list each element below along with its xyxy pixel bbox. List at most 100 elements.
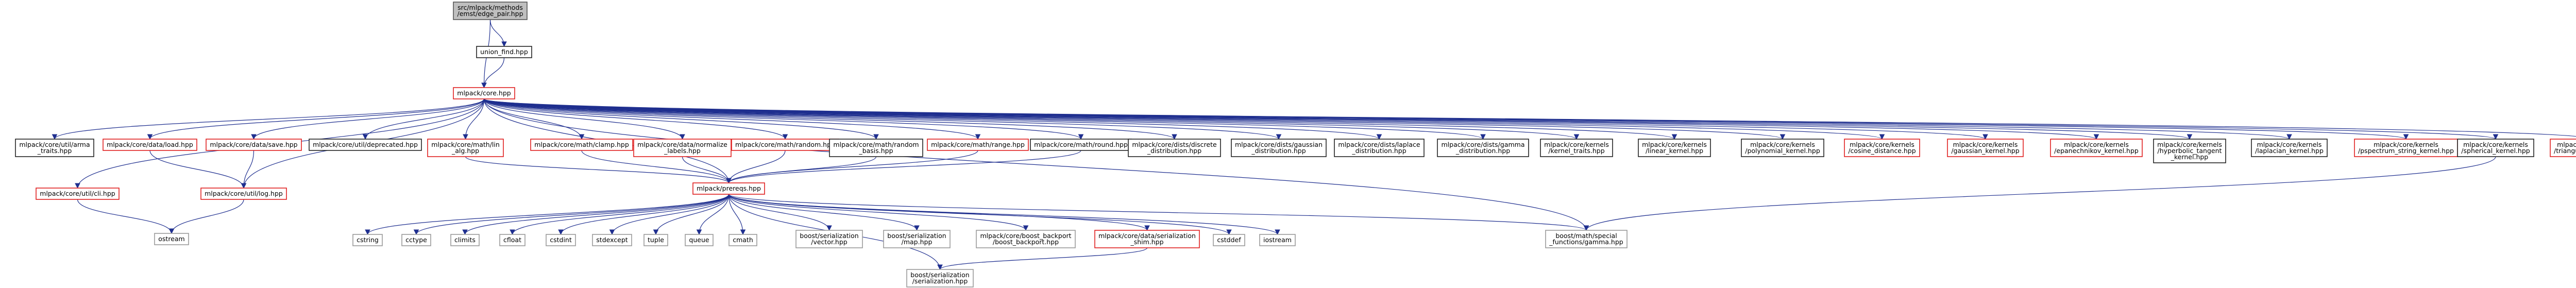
edges-layer xyxy=(52,19,2576,270)
edge-random-to-prereqs xyxy=(726,150,786,184)
node-cmath[interactable]: cmath xyxy=(728,234,757,246)
node-label: mlpack/core/data/serialization xyxy=(1098,232,1196,240)
node-box xyxy=(36,188,120,200)
node-cfloat[interactable]: cfloat xyxy=(499,234,526,246)
node-climits[interactable]: climits xyxy=(450,234,480,246)
node-cstring[interactable]: cstring xyxy=(352,234,383,246)
node-label: mlpack/core/kernels xyxy=(2557,141,2576,148)
edge-prereqs-to-cfloat xyxy=(510,194,730,235)
node-box xyxy=(499,234,526,246)
node-root[interactable]: src/mlpack/methods/emst/edge_pair.hpp xyxy=(453,2,528,20)
node-label: boost/math/special xyxy=(1555,232,1617,240)
node-label: mlpack/core/kernels xyxy=(1850,141,1914,148)
node-boost-backport[interactable]: mlpack/core/boost_backport/boost_backpor… xyxy=(976,230,1076,248)
node-ostream[interactable]: ostream xyxy=(154,233,189,245)
node-box xyxy=(453,2,528,20)
node-box xyxy=(476,46,532,58)
node-normalize-labels[interactable]: mlpack/core/data/normalize_labels.hpp xyxy=(633,139,732,157)
node-label: cctype xyxy=(405,236,427,244)
node-queue[interactable]: queue xyxy=(685,234,714,246)
edge-ser-shim-to-serialization xyxy=(937,247,1148,270)
edge-prereqs-to-gamma-hpp xyxy=(728,194,1589,231)
node-discrete[interactable]: mlpack/core/dists/discrete_distribution.… xyxy=(1128,139,1221,157)
edge-core-to-linear-kernel xyxy=(483,98,1677,140)
node-label: queue xyxy=(689,236,709,244)
node-ser-vector[interactable]: boost/serialization/vector.hpp xyxy=(795,230,863,248)
node-label: _labels.hpp xyxy=(664,147,701,155)
node-random-basis[interactable]: mlpack/core/math/random_basis.hpp xyxy=(829,139,923,157)
node-ser-shim[interactable]: mlpack/core/data/serialization_shim.hpp xyxy=(1094,230,1200,248)
node-laplace-dist[interactable]: mlpack/core/dists/laplace_distribution.h… xyxy=(1334,139,1425,157)
node-iostream[interactable]: iostream xyxy=(1259,234,1296,246)
node-random[interactable]: mlpack/core/math/random.hpp xyxy=(731,139,839,151)
edge-core-to-laplacian-kernel xyxy=(483,98,2292,140)
node-triangular[interactable]: mlpack/core/kernels/triangular_kernel.hp… xyxy=(2550,139,2576,157)
node-linear-kernel[interactable]: mlpack/core/kernels/linear_kernel.hpp xyxy=(1638,139,1711,157)
node-label: cstddef xyxy=(1217,236,1241,244)
node-util-cli[interactable]: mlpack/core/util/cli.hpp xyxy=(36,188,120,200)
edge-core-to-deprecated xyxy=(362,98,485,140)
node-cctype[interactable]: cctype xyxy=(401,234,431,246)
node-deprecated[interactable]: mlpack/core/util/deprecated.hpp xyxy=(309,139,422,151)
node-serialization[interactable]: boost/serialization/serialization.hpp xyxy=(906,269,974,287)
node-tuple[interactable]: tuple xyxy=(643,234,668,246)
node-label: mlpack/core/math/round.hpp xyxy=(1034,141,1128,148)
node-box xyxy=(1334,139,1425,157)
node-label: mlpack/core/kernels xyxy=(1642,141,1707,148)
node-range[interactable]: mlpack/core/math/range.hpp xyxy=(927,139,1029,151)
node-stdexcept[interactable]: stdexcept xyxy=(592,234,632,246)
node-laplacian-kernel[interactable]: mlpack/core/kernels/laplacian_kernel.hpp xyxy=(2251,139,2328,157)
node-cstdint[interactable]: cstdint xyxy=(546,234,576,246)
edge-range-to-prereqs xyxy=(726,150,978,184)
node-label: climits xyxy=(454,236,476,244)
node-box xyxy=(1231,139,1327,157)
node-label: /linear_kernel.hpp xyxy=(1646,147,1703,155)
node-label: /cosine_distance.hpp xyxy=(1848,147,1916,155)
node-load[interactable]: mlpack/core/data/load.hpp xyxy=(103,139,197,151)
node-box xyxy=(685,234,714,246)
node-cosine-distance[interactable]: mlpack/core/kernels/cosine_distance.hpp xyxy=(1844,139,1920,157)
edge-core-to-arma-traits xyxy=(52,98,485,140)
node-hyperbolic[interactable]: mlpack/core/kernels/hyperbolic_tangent_k… xyxy=(2153,139,2226,163)
node-gaussian-dist[interactable]: mlpack/core/dists/gaussian_distribution.… xyxy=(1231,139,1327,157)
node-log[interactable]: mlpack/core/util/log.hpp xyxy=(200,188,287,200)
edge-core-to-cosine-distance xyxy=(483,98,1885,140)
node-save[interactable]: mlpack/core/data/save.hpp xyxy=(206,139,302,151)
node-label: iostream xyxy=(1263,236,1292,244)
node-box xyxy=(530,139,633,151)
node-polynomial-kernel[interactable]: mlpack/core/kernels/polynomial_kernel.hp… xyxy=(1741,139,1824,157)
node-arma-traits[interactable]: mlpack/core/util/arma_traits.hpp xyxy=(15,139,94,157)
edge-core-to-gaussian-dist xyxy=(483,98,1282,140)
node-cstddef[interactable]: cstddef xyxy=(1213,234,1245,246)
node-label: /kernel_traits.hpp xyxy=(1548,147,1604,155)
node-label: /triangular_kernel.hpp xyxy=(2554,147,2576,155)
node-gamma-dist[interactable]: mlpack/core/dists/gamma_distribution.hpp xyxy=(1437,139,1529,157)
node-gamma-hpp[interactable]: boost/math/special_functions/gamma.hpp xyxy=(1545,230,1628,248)
node-spherical[interactable]: mlpack/core/kernels/spherical_kernel.hpp xyxy=(2457,139,2534,157)
node-box xyxy=(309,139,422,151)
edge-core-to-polynomial-kernel xyxy=(483,98,1785,140)
node-label: /laplacian_kernel.hpp xyxy=(2255,147,2324,155)
node-pspectrum[interactable]: mlpack/core/kernels/pspectrum_string_ker… xyxy=(2354,139,2458,157)
node-round[interactable]: mlpack/core/math/round.hpp xyxy=(1030,139,1132,151)
node-lin-alg[interactable]: mlpack/core/math/lin_alg.hpp xyxy=(427,139,504,157)
node-label: _distribution.hpp xyxy=(1147,147,1201,155)
node-label: mlpack/core/dists/discrete xyxy=(1132,141,1217,148)
node-box xyxy=(976,230,1076,248)
node-ser-map[interactable]: boost/serialization/map.hpp xyxy=(883,230,951,248)
node-box xyxy=(200,188,287,200)
node-box xyxy=(1128,139,1221,157)
node-kernel-traits[interactable]: mlpack/core/kernels/kernel_traits.hpp xyxy=(1540,139,1613,157)
node-union-find[interactable]: union_find.hpp xyxy=(476,46,532,58)
edge-spherical-to-gamma-hpp xyxy=(1583,156,2496,231)
node-box xyxy=(643,234,668,246)
node-prereqs[interactable]: mlpack/prereqs.hpp xyxy=(692,182,765,195)
edge-log-to-ostream xyxy=(168,199,244,234)
node-core[interactable]: mlpack/core.hpp xyxy=(453,87,515,99)
edge-prereqs-to-cctype xyxy=(413,194,730,235)
node-epanechnikov[interactable]: mlpack/core/kernels/epanechnikov_kernel.… xyxy=(2050,139,2143,157)
edge-save-to-log xyxy=(241,150,255,189)
node-gaussian-kernel[interactable]: mlpack/core/kernels/gaussian_kernel.hpp xyxy=(1947,139,2024,157)
node-label: mlpack/core/data/normalize xyxy=(637,141,727,148)
node-clamp[interactable]: mlpack/core/math/clamp.hpp xyxy=(530,139,633,151)
